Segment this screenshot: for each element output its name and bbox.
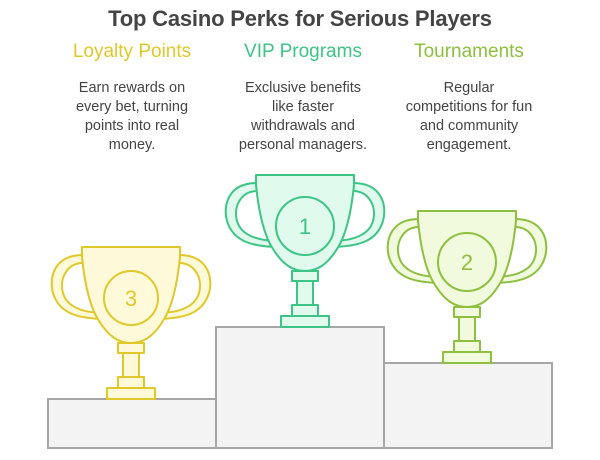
diagram-title: Top Casino Perks for Serious Players xyxy=(108,6,492,31)
podium-first-place xyxy=(215,326,385,449)
desc-line: every bet, turning xyxy=(75,99,189,115)
desc-line: and community xyxy=(419,118,519,134)
perk-heading: VIP Programs xyxy=(244,41,362,62)
podium-third-place xyxy=(47,398,217,449)
desc-line: competitions for fun xyxy=(405,99,533,115)
perk-description: Regular competitions for fun and communi… xyxy=(384,79,554,155)
desc-line: Exclusive benefits xyxy=(244,80,362,96)
perk-heading: Tournaments xyxy=(414,41,524,62)
perk-tournaments: Tournaments Regular competitions for fun… xyxy=(384,40,554,155)
desc-line: Regular xyxy=(443,80,495,96)
perk-description: Earn rewards on every bet, turning point… xyxy=(47,79,217,155)
desc-line: engagement. xyxy=(426,137,512,153)
perk-loyalty-points: Loyalty Points Earn rewards on every bet… xyxy=(47,40,217,155)
rank-label: 2 xyxy=(461,250,473,275)
rank-label: 1 xyxy=(299,214,311,239)
rank-label: 3 xyxy=(125,286,137,311)
trophy-first-place-icon: 1 xyxy=(224,174,386,328)
desc-line: Earn rewards on xyxy=(78,80,186,96)
perk-description: Exclusive benefits like faster withdrawa… xyxy=(218,79,388,155)
podium-second-place xyxy=(383,362,553,449)
trophy-second-place-icon: 2 xyxy=(386,210,548,364)
desc-line: like faster xyxy=(271,99,335,115)
perk-vip-programs: VIP Programs Exclusive benefits like fas… xyxy=(218,40,388,155)
trophy-third-place-icon: 3 xyxy=(50,246,212,400)
desc-line: points into real xyxy=(84,118,180,134)
perk-heading: Loyalty Points xyxy=(72,41,192,62)
desc-line: withdrawals and xyxy=(251,118,355,134)
desc-line: money. xyxy=(108,137,156,153)
podium xyxy=(47,326,553,449)
desc-line: personal managers. xyxy=(238,137,368,153)
